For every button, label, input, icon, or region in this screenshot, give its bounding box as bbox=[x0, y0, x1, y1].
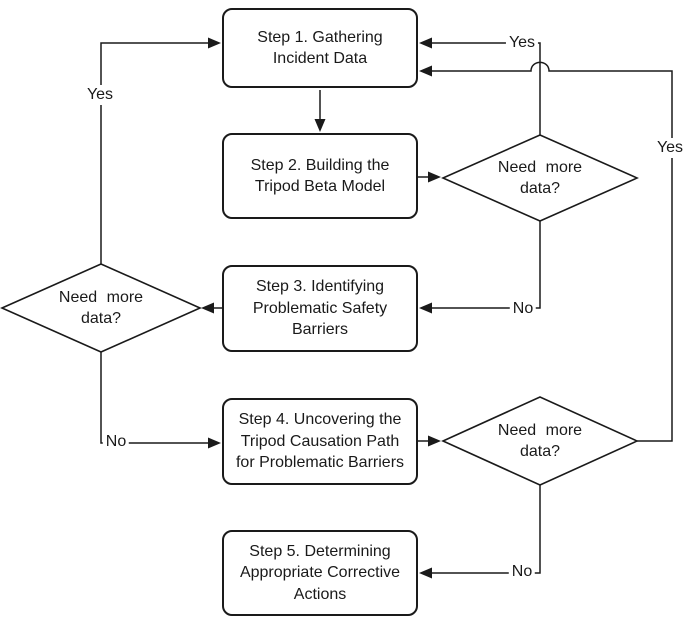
edge-decision2-yes-step1 bbox=[100, 42, 209, 264]
step-1-text-line: Step 1. Gathering bbox=[257, 28, 383, 46]
edge-decision1-no-step3 bbox=[431, 221, 541, 309]
arrowhead-right-icon bbox=[208, 437, 221, 449]
decision-2-label-line: data? bbox=[80, 310, 122, 327]
decision-1-label: Need more data? bbox=[498, 157, 582, 199]
arrowhead-left-icon bbox=[419, 567, 432, 579]
step-3-box: Step 3. Identifying Problematic Safety B… bbox=[222, 265, 418, 352]
arrowhead-right-icon bbox=[428, 435, 441, 447]
step-5-text-line: Step 5. Determining bbox=[249, 542, 391, 560]
edge-decision3-no-step5 bbox=[431, 485, 541, 574]
decision-2-label: Need more data? bbox=[59, 287, 143, 329]
step-1-text-line: Incident Data bbox=[272, 50, 368, 67]
step-1-box: Step 1. Gathering Incident Data bbox=[222, 8, 418, 88]
arrowhead-left-icon bbox=[419, 65, 432, 77]
step-4-text-line: Tripod Causation Path bbox=[240, 432, 400, 450]
step-5-text-line: Appropriate Corrective bbox=[239, 564, 401, 582]
step-4-box: Step 4. Uncovering the Tripod Causation … bbox=[222, 398, 418, 485]
step-3-text-line: Step 3. Identifying bbox=[255, 278, 385, 296]
decision-1-label-line: data? bbox=[519, 180, 561, 197]
edge-label-no-decision3: No bbox=[508, 562, 536, 582]
decision-2-label-line: Need more bbox=[58, 289, 144, 306]
step-4-text-line: Step 4. Uncovering the bbox=[238, 411, 402, 429]
edge-label-no-decision1: No bbox=[509, 299, 537, 319]
decision-1-label-line: Need more bbox=[497, 159, 583, 176]
decision-3-label-line: data? bbox=[519, 443, 561, 460]
edge-label-yes-decision3: Yes bbox=[653, 138, 685, 158]
decision-3-label-line: Need more bbox=[497, 422, 583, 439]
edge-decision2-no-step4 bbox=[100, 352, 209, 444]
step-4-text-line: for Problematic Barriers bbox=[235, 454, 405, 472]
edge-label-yes-decision2: Yes bbox=[83, 85, 117, 105]
step-2-text-line: Tripod Beta Model bbox=[254, 178, 386, 195]
decision-3-label: Need more data? bbox=[498, 420, 582, 462]
edge-label-no-decision2: No bbox=[102, 432, 130, 452]
step-3-text-line: Barriers bbox=[291, 321, 348, 339]
arrowhead-right-icon bbox=[428, 171, 441, 183]
step-5-box: Step 5. Determining Appropriate Correcti… bbox=[222, 530, 418, 616]
edge-decision3-yes-step1 bbox=[431, 61, 673, 442]
arrowhead-left-icon bbox=[419, 37, 432, 49]
step-3-text-line: Problematic Safety bbox=[252, 299, 388, 317]
arrowhead-left-icon bbox=[419, 302, 432, 314]
edge-decision1-yes-step1 bbox=[431, 42, 541, 135]
step-5-text-line: Actions bbox=[293, 585, 347, 603]
arrowhead-down-icon bbox=[314, 119, 326, 132]
step-2-box: Step 2. Building the Tripod Beta Model bbox=[222, 133, 418, 219]
edge-label-yes-decision1: Yes bbox=[505, 33, 539, 53]
arrowhead-left-icon bbox=[201, 302, 214, 314]
arrowhead-right-icon bbox=[208, 37, 221, 49]
step-2-text-line: Step 2. Building the bbox=[250, 156, 390, 174]
